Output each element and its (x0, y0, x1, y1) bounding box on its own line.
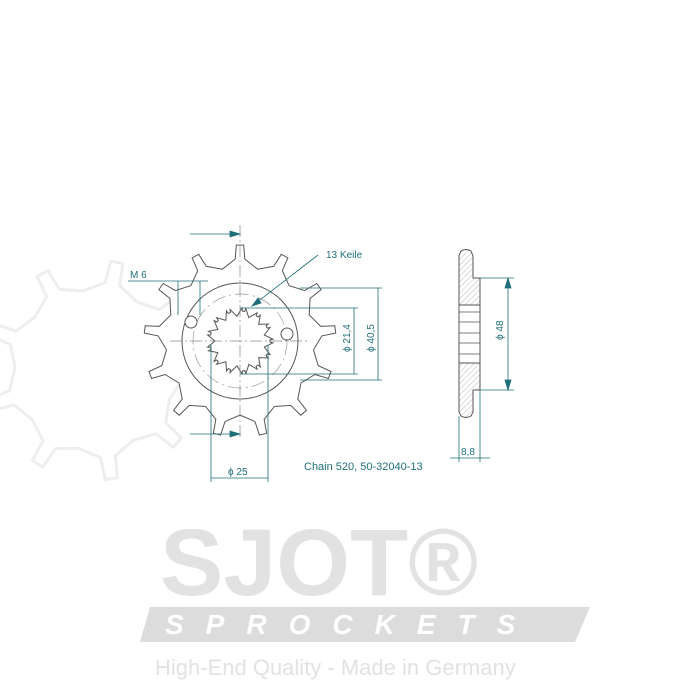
hub-diameter-label: ϕ 40,5 (366, 324, 377, 352)
splines-label: 13 Keile (326, 250, 363, 261)
bore-diameter-label: ϕ 25 (228, 467, 248, 478)
watermark-brand: SJOT® (160, 510, 478, 616)
front-view (143, 225, 337, 440)
thickness-label: 8,8 (461, 447, 475, 458)
bolt-hole-left (184, 315, 198, 329)
watermark-tagline: High-End Quality - Made in Germany (155, 655, 516, 680)
thread-label: M 6 (130, 270, 147, 281)
watermark-subbrand: SPROCKETS (165, 609, 537, 640)
caption: Chain 520, 50-32040-13 (304, 461, 423, 473)
watermark-logo: SJOT® SPROCKETS High-End Quality - Made … (0, 259, 590, 680)
side-dimensions (450, 276, 514, 462)
side-diameter-label: ϕ 48 (495, 320, 506, 340)
watermark-stripe (140, 607, 590, 642)
front-dimensions (128, 230, 382, 482)
spline-section (458, 304, 481, 364)
spline-diameter-label: ϕ 21,4 (342, 324, 353, 352)
side-view (458, 249, 481, 418)
bolt-hole-right (280, 327, 294, 341)
